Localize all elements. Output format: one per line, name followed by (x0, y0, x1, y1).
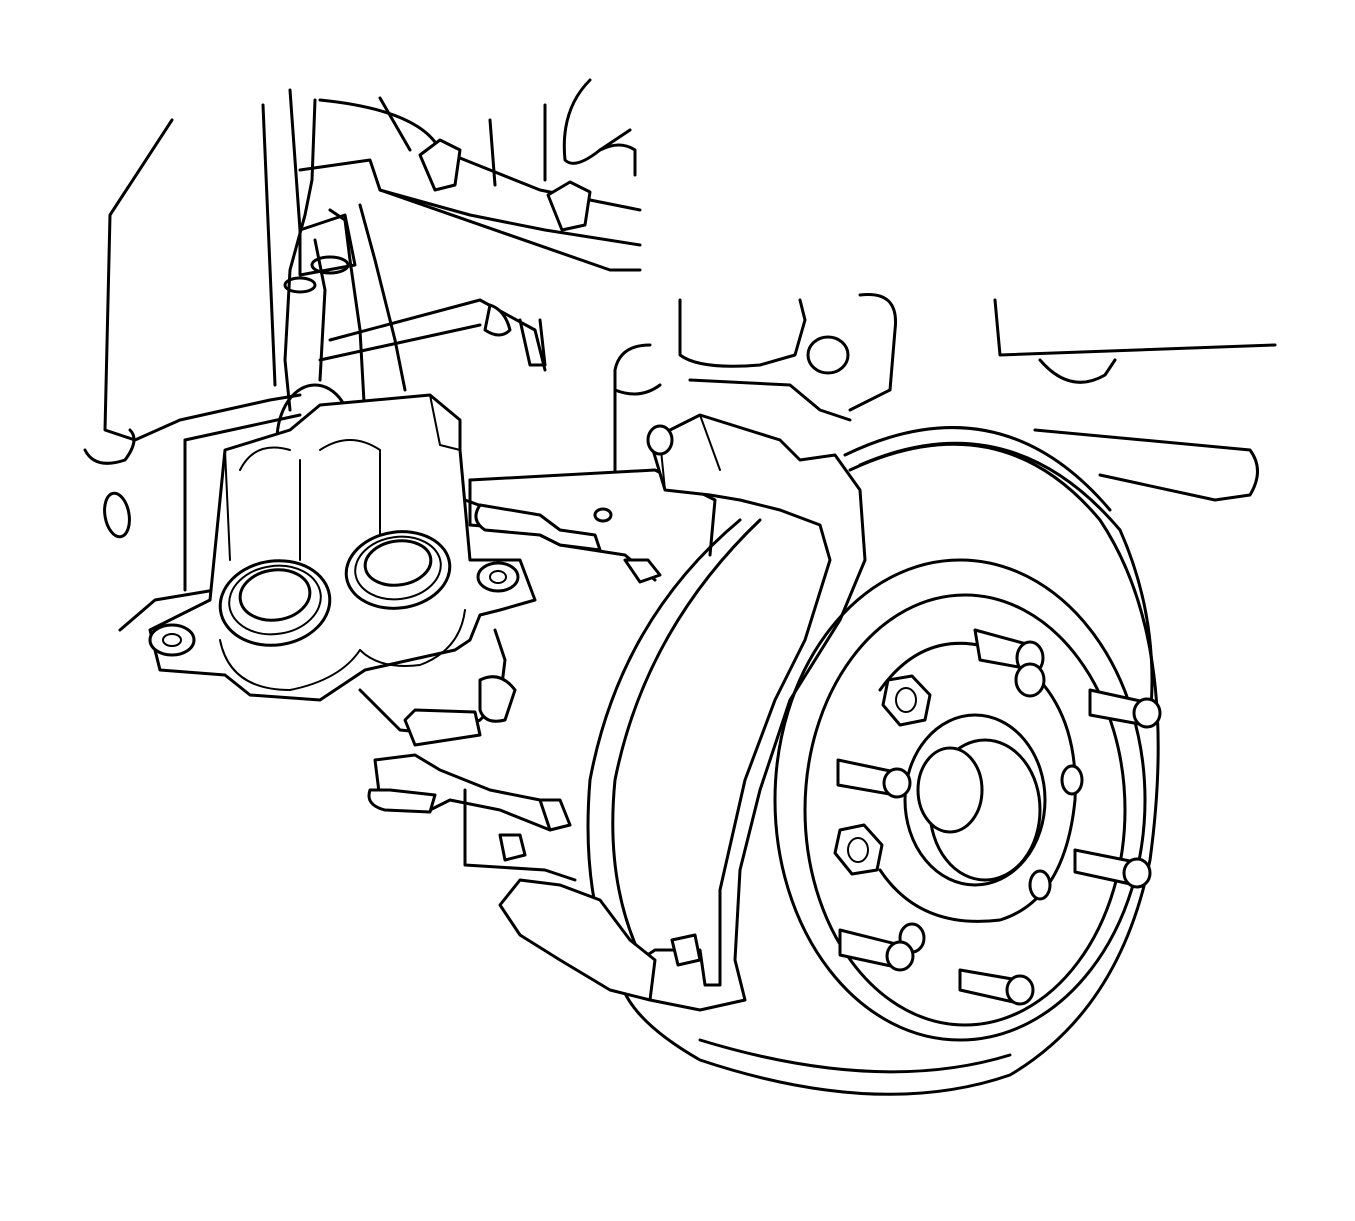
wheel-stud (836, 758, 912, 799)
lug-nut (833, 823, 884, 876)
wheel-studs (836, 628, 1162, 1006)
caliper-piston (218, 559, 332, 647)
wheel-stud (1073, 848, 1152, 889)
chassis-structure (83, 78, 1277, 632)
caliper-pistons (218, 530, 452, 647)
wheel-hub (878, 641, 1084, 923)
wheel-stud (973, 628, 1046, 698)
pad-retainer-clips (367, 478, 662, 882)
wheel-stud (1088, 688, 1162, 729)
lug-nut (881, 674, 932, 727)
brake-caliper (148, 393, 537, 702)
caliper-bracket (638, 413, 867, 1012)
brake-rotor (586, 426, 1160, 1096)
lug-nuts (833, 674, 932, 876)
wheel-stud (958, 968, 1035, 1006)
steering-knuckle (613, 292, 898, 472)
caliper-piston (344, 530, 452, 610)
wheel-stud (838, 922, 926, 972)
outer-brake-pad (498, 878, 702, 1002)
